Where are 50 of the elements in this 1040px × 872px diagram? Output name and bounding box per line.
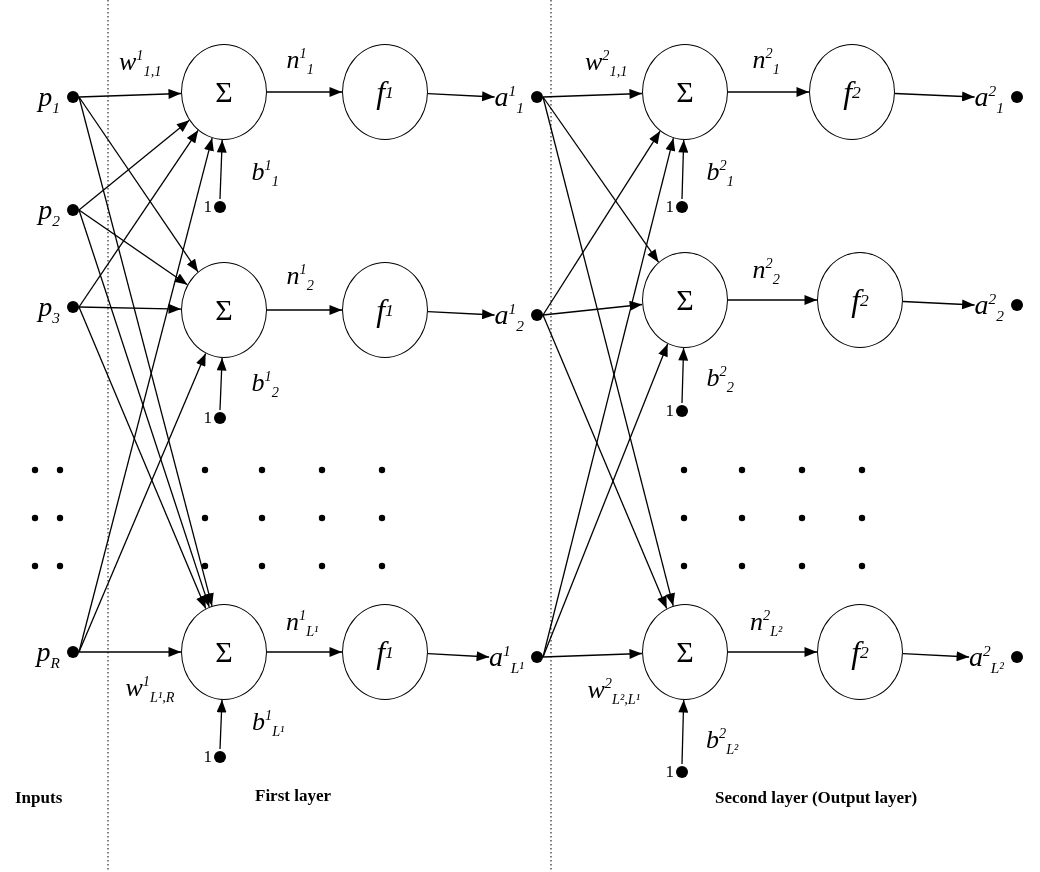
arrow xyxy=(78,129,199,308)
input-label: p$_{3}$ xyxy=(38,290,60,324)
arrow xyxy=(727,647,818,657)
arrow xyxy=(727,295,818,305)
arrow xyxy=(216,357,227,411)
arrow xyxy=(216,139,227,200)
arrow xyxy=(727,87,810,97)
input-label: p$_{R}$ xyxy=(36,635,60,669)
bias-label: 1 xyxy=(203,749,212,765)
arrow xyxy=(78,352,207,653)
arrow xyxy=(78,209,189,286)
arrow xyxy=(678,139,689,200)
arrow xyxy=(78,119,190,211)
arrow xyxy=(542,96,660,263)
arrow xyxy=(542,343,669,658)
arrow xyxy=(902,299,976,310)
arrow xyxy=(427,309,496,320)
arrow xyxy=(78,88,182,99)
arrow xyxy=(78,96,199,273)
bias-label: 1 xyxy=(203,410,212,426)
arrow xyxy=(678,347,689,404)
arrow xyxy=(542,88,643,99)
arrow xyxy=(678,699,689,765)
arrow xyxy=(266,87,343,97)
bias-label: 1 xyxy=(665,403,674,419)
arrow xyxy=(78,209,211,608)
layer-caption: First layer xyxy=(255,786,331,806)
arrow xyxy=(542,96,675,607)
arrow xyxy=(427,91,496,102)
arrow xyxy=(427,651,490,662)
input-label: p$_{1}$ xyxy=(38,80,60,114)
arrow xyxy=(78,96,214,607)
arrow xyxy=(894,91,976,102)
arrow xyxy=(542,314,668,610)
arrow xyxy=(542,300,643,316)
bias-label: 1 xyxy=(203,199,212,215)
arrow xyxy=(902,651,970,662)
layer-caption: Second layer (Output layer) xyxy=(715,788,918,808)
input-label: p$_{2}$ xyxy=(38,193,60,227)
arrow xyxy=(78,306,207,610)
layer-caption: Inputs xyxy=(15,788,63,808)
arrow xyxy=(266,647,343,657)
arrow xyxy=(542,130,661,316)
arrow xyxy=(216,699,227,750)
bias-label: 1 xyxy=(665,764,674,780)
arrow xyxy=(542,648,643,659)
arrow xyxy=(78,647,182,657)
arrow xyxy=(266,305,343,315)
arrow xyxy=(78,303,182,314)
bias-label: 1 xyxy=(665,199,674,215)
